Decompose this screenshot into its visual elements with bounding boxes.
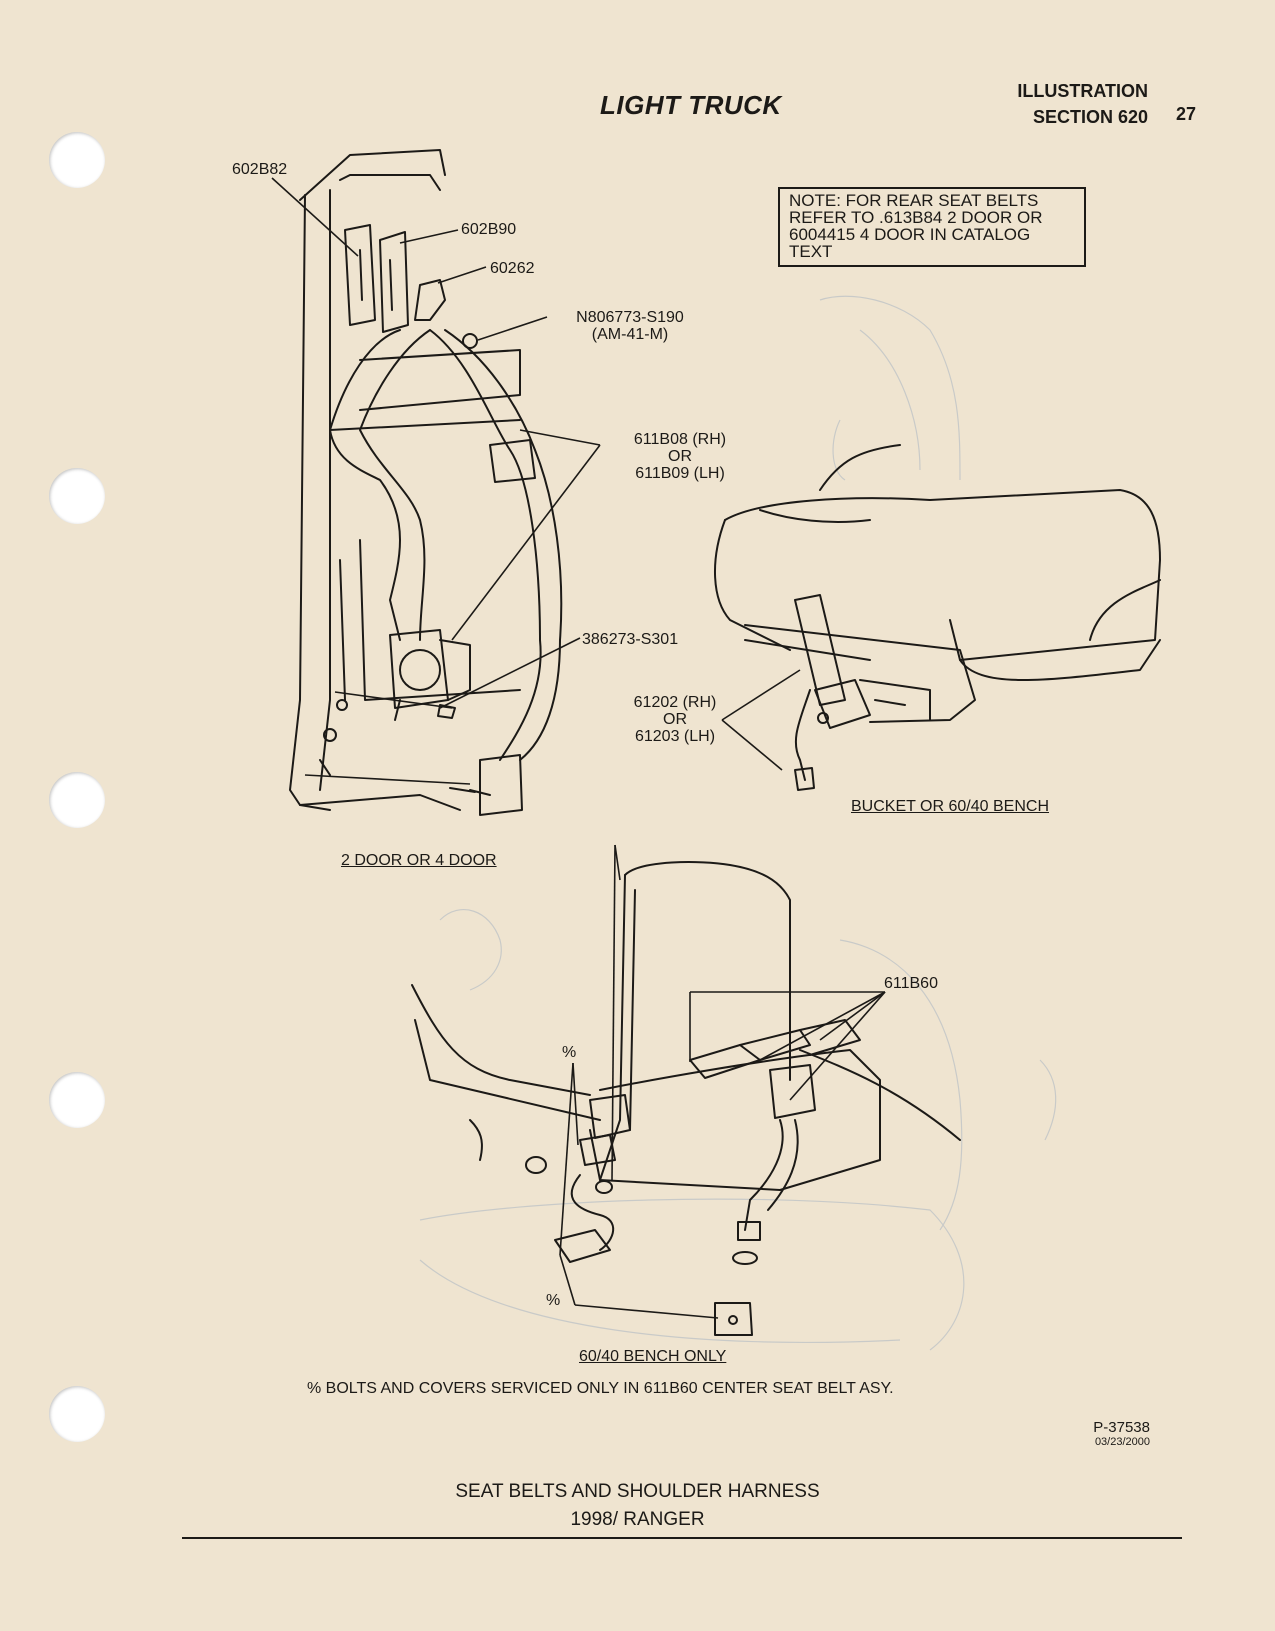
caption-bucket: BUCKET OR 60/40 BENCH <box>851 798 1049 815</box>
caption-bench: 60/40 BENCH ONLY <box>579 1348 727 1365</box>
bleed-through-artwork <box>420 296 1056 1350</box>
bucket-leader-lines <box>722 670 800 770</box>
part-label-screw: 386273-S301 <box>582 631 679 648</box>
part-label-602B90: 602B90 <box>461 221 517 238</box>
binder-hole <box>49 132 105 188</box>
percent-marker: % <box>546 1292 561 1309</box>
part-label-belt-assembly: 611B08 (RH) OR 611B09 (LH) <box>630 431 730 482</box>
note-line: REFER TO .613B84 2 DOOR OR <box>789 208 1043 227</box>
buckle-or: OR <box>663 711 687 728</box>
part-label-611B60: 611B60 <box>884 975 938 992</box>
note-line: NOTE: FOR REAR SEAT BELTS <box>789 191 1039 210</box>
footer-rule <box>182 1537 1182 1539</box>
binder-hole <box>49 468 105 524</box>
buckle-rh: 61202 (RH) <box>633 694 717 711</box>
note-line: TEXT <box>789 242 833 261</box>
caption-door: 2 DOOR OR 4 DOOR <box>341 852 497 869</box>
part-label-60262: 60262 <box>490 260 535 277</box>
illustration-date: 03/23/2000 <box>1094 1436 1150 1448</box>
belt-or: OR <box>668 448 692 465</box>
binder-hole <box>49 1072 105 1128</box>
page-number: 27 <box>1176 104 1197 124</box>
rear-seat-belt-note: NOTE: FOR REAR SEAT BELTS REFER TO .613B… <box>778 187 1086 267</box>
percent-marker: % <box>562 1044 577 1061</box>
illustration-number: P-37538 <box>1093 1419 1150 1436</box>
footer-line-1: SEAT BELTS AND SHOULDER HARNESS <box>455 1481 820 1502</box>
part-label-602B82: 602B82 <box>232 161 288 178</box>
note-line: 6004415 4 DOOR IN CATALOG <box>789 225 1031 244</box>
illustration-label: ILLUSTRATION <box>1017 81 1148 101</box>
part-label-bolt: N806773-S190 (AM-41-M) <box>560 309 700 343</box>
bench-leader-lines <box>560 845 885 1318</box>
section-label: SECTION 620 <box>1032 107 1148 127</box>
belt-rh: 611B08 (RH) <box>633 431 727 448</box>
page-title: LIGHT TRUCK <box>600 90 782 120</box>
footer-title: SEAT BELTS AND SHOULDER HARNESS 1998/ RA… <box>0 1478 1275 1534</box>
footer-line-2: 1998/ RANGER <box>570 1509 705 1530</box>
binder-hole <box>49 1386 105 1442</box>
buckle-lh: 61203 (LH) <box>634 728 716 745</box>
binder-hole <box>49 772 105 828</box>
belt-lh: 611B09 (LH) <box>635 465 725 482</box>
section-header: ILLUSTRATION SECTION 620 <box>980 78 1148 130</box>
service-footnote: % BOLTS AND COVERS SERVICED ONLY IN 611B… <box>307 1380 894 1397</box>
bolt-number: N806773-S190 <box>576 309 684 326</box>
part-label-buckle: 61202 (RH) OR 61203 (LH) <box>625 694 725 745</box>
door-pillar-belt-drawing <box>290 150 561 815</box>
bolt-spec: (AM-41-M) <box>591 326 669 343</box>
bench-seat-drawing <box>412 862 960 1335</box>
bucket-seat-drawing <box>715 445 1160 790</box>
left-leader-lines <box>272 178 600 784</box>
